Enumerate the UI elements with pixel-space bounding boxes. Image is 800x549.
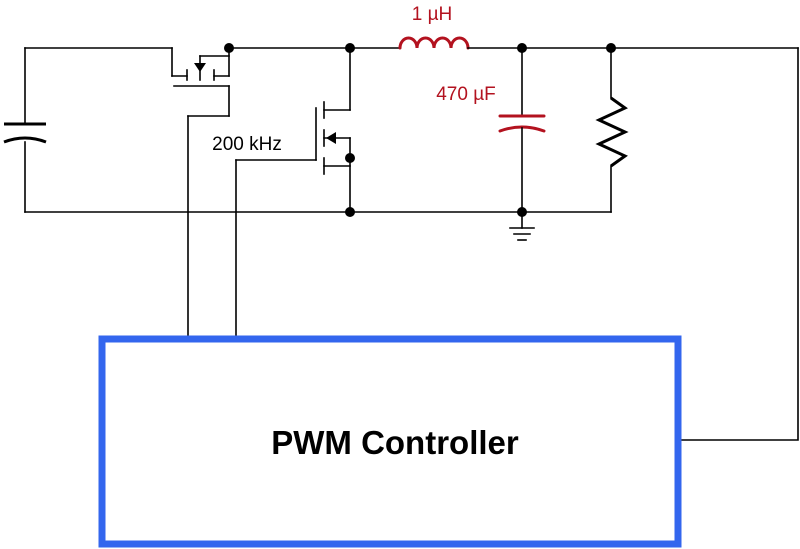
low-side-mosfet bbox=[235, 47, 351, 337]
load-resistor bbox=[595, 47, 629, 213]
frequency-label: 200 kHz bbox=[212, 134, 282, 155]
inductor bbox=[398, 36, 470, 50]
low-side-source-junction bbox=[345, 153, 355, 163]
pwm-controller-box bbox=[98, 335, 682, 548]
input-capacitor bbox=[3, 47, 47, 213]
output-capacitor bbox=[498, 47, 546, 213]
inductor-value-label: 1 µH bbox=[412, 4, 453, 25]
ground-icon bbox=[509, 211, 535, 241]
high-side-mosfet bbox=[171, 47, 230, 337]
capacitor-value-label: 470 µF bbox=[436, 84, 496, 105]
feedback-wire bbox=[679, 47, 799, 441]
pwm-controller-label: PWM Controller bbox=[271, 424, 519, 461]
